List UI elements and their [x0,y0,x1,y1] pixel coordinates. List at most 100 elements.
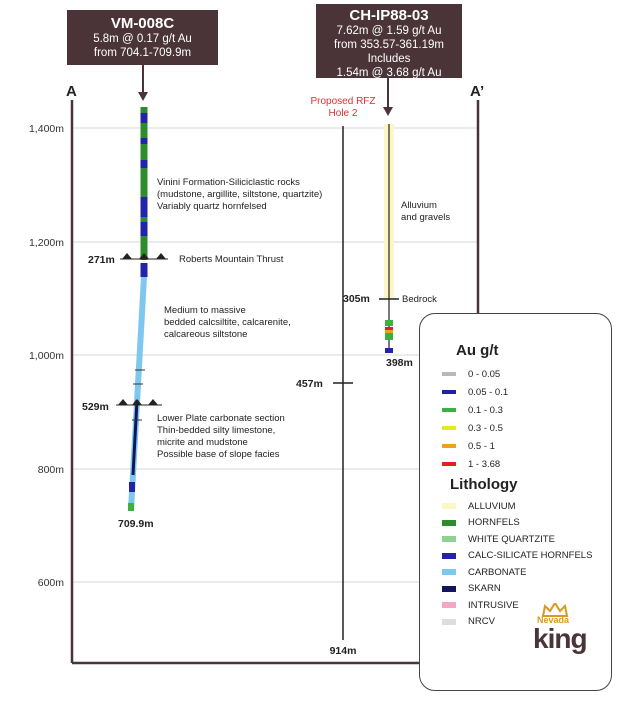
legend-label: 0.5 - 1 [468,440,495,452]
thrust-tooth [132,399,142,405]
chip88-sub-intercept: 1.54m @ 3.68 g/t Au [336,67,442,79]
chip88-includes: Includes [367,53,411,65]
legend-label: ALLUVIUM [468,500,516,512]
legend-swatch [442,390,456,394]
unit2-description: Medium to massive [164,305,246,316]
chip88-grade-mid [385,330,393,333]
grade-legend-item: 0.3 - 0.5 [442,422,503,434]
lithology-legend-item: CARBONATE [442,566,526,578]
elevation-labels: 1,400m 1,200m 1,000m 800m 600m [29,123,64,589]
legend-label: 1 - 3.68 [468,458,501,470]
legend-label: 0.1 - 0.3 [468,404,503,416]
unit2-description: bedded calcsiltite, calcarenite, [164,317,291,328]
vm008c-calcsilicate-interval [140,263,148,277]
legend-swatch [442,602,456,608]
vm008c-calcsilicate-interval [140,160,148,168]
chip88-interval: from 353.57-361.19m [334,39,444,51]
legend-label: CARBONATE [468,566,527,578]
legend-label: CALC-SILICATE HORNFELS [468,550,593,561]
bedrock-label: Bedrock [402,294,437,305]
unit3-description: Lower Plate carbonate section [157,413,285,424]
thrust-tooth [122,253,132,259]
legend-label: HORNFELS [468,517,520,528]
vm008c-interval: from 704.1-709.9m [93,47,192,59]
grade-legend-item: 1 - 3.68 [442,458,500,470]
chip88-drill-hole [379,124,399,353]
lithology-legend-item: NRCV [442,616,495,628]
nevada-king-logo: Nevada king [529,603,599,663]
chip88-intercept: 7.62m @ 1.59 g/t Au [336,25,442,37]
legend-swatch [442,519,456,526]
chip88-hole-id: CH-IP88-03 [349,7,429,24]
lithology-legend-item: CALC-SILICATE HORNFELS [442,550,592,562]
grade-legend-item: 0.1 - 0.3 [442,404,503,416]
unit3-description: Thin-bedded silty limestone, [157,425,275,436]
lithology-legend-item: WHITE QUARTZITE [442,533,555,545]
vm008c-calcsilicate-interval [140,222,148,236]
thrust-depth-label: 271m [88,254,115,266]
legend-swatch [442,618,456,625]
proposed-hole-457m-label: 457m [296,378,323,390]
vm008c-calcsilicate-interval [140,138,148,144]
vm008c-hornfels-interval [128,503,134,511]
legend-swatch [442,552,456,559]
elevation-label: 1,200m [29,237,64,249]
section-end-label: A’ [470,83,484,100]
logo-text-nevada: Nevada [537,615,570,625]
crown-icon [541,603,569,617]
legend-label: 0.05 - 0.1 [468,386,509,398]
legend-swatch [442,426,456,430]
legend-label: 0 - 0.05 [468,368,501,380]
proposed-hole-label: Proposed RFZ [310,96,375,107]
unit1-description: (mudstone, argillite, siltstone, quartzi… [157,189,322,200]
lower-plate-depth-label: 529m [82,401,109,413]
lithology-legend-item: HORNFELS [442,517,520,529]
legend-label: SKARN [468,583,501,594]
legend-swatch [442,585,456,592]
chip88-callout: CH-IP88-03 7.62m @ 1.59 g/t Au from 353.… [316,4,462,79]
legend-label: WHITE QUARTZITE [468,533,555,545]
thrust-name-label: Roberts Mountain Thrust [179,254,284,265]
proposed-hole-label: Hole 2 [329,108,358,119]
proposed-hole-end-depth: 914m [330,645,357,657]
legend-swatch [442,372,456,376]
vm008c-carbonate-interval [128,276,147,511]
vm008c-hole-id: VM-008C [110,15,175,32]
elevation-label: 800m [38,464,65,476]
grade-legend-title: Au g/t [456,342,499,359]
unit2-description: calcareous siltstone [164,329,247,340]
thrust-tooth [148,399,158,405]
section-start-label: A [66,83,77,100]
vm008c-drill-hole [116,107,168,511]
legend-box: Au g/t 0 - 0.05 0.05 - 0.1 0.1 - 0.3 0.3 - … [419,313,612,691]
vm008c-skarn-interval [131,399,139,476]
logo-text-king: king [533,623,588,654]
vm008c-intercept: 5.8m @ 0.17 g/t Au [93,33,192,45]
lithology-legend-item: ALLUVIUM [442,500,516,512]
legend-swatch [442,569,456,575]
unit1-description: Variably quartz hornfelsed [157,201,267,212]
legend-swatch [442,444,456,448]
elevation-label: 600m [38,577,65,589]
elevation-label: 1,400m [29,123,64,135]
legend-swatch [442,503,456,509]
unit3-description: micrite and mudstone [157,437,248,448]
chip88-calcsilicate-interval [385,348,393,353]
proposed-hole: Proposed RFZ Hole 2 457m 914m [296,96,376,657]
unit3-description: Possible base of slope facies [157,449,280,460]
vm008c-end-depth: 709.9m [118,518,154,530]
vm008c-calcsilicate-interval [140,113,148,123]
legend-swatch [442,462,456,466]
alluvium-label: Alluvium [401,200,437,211]
grade-legend-item: 0 - 0.05 [442,368,500,380]
thrust-tooth [156,253,166,259]
vm008c-callout: VM-008C 5.8m @ 0.17 g/t Au from 704.1-70… [67,10,218,65]
grade-legend-item: 0.05 - 0.1 [442,386,508,398]
thrust-tooth [139,253,149,259]
lithology-legend-title: Lithology [450,476,518,493]
alluvium-label: and gravels [401,212,450,223]
vm008c-calcsilicate-interval [140,197,148,217]
chip88-hornfels-interval [385,333,393,340]
vm008c-arrow-head [138,92,148,101]
